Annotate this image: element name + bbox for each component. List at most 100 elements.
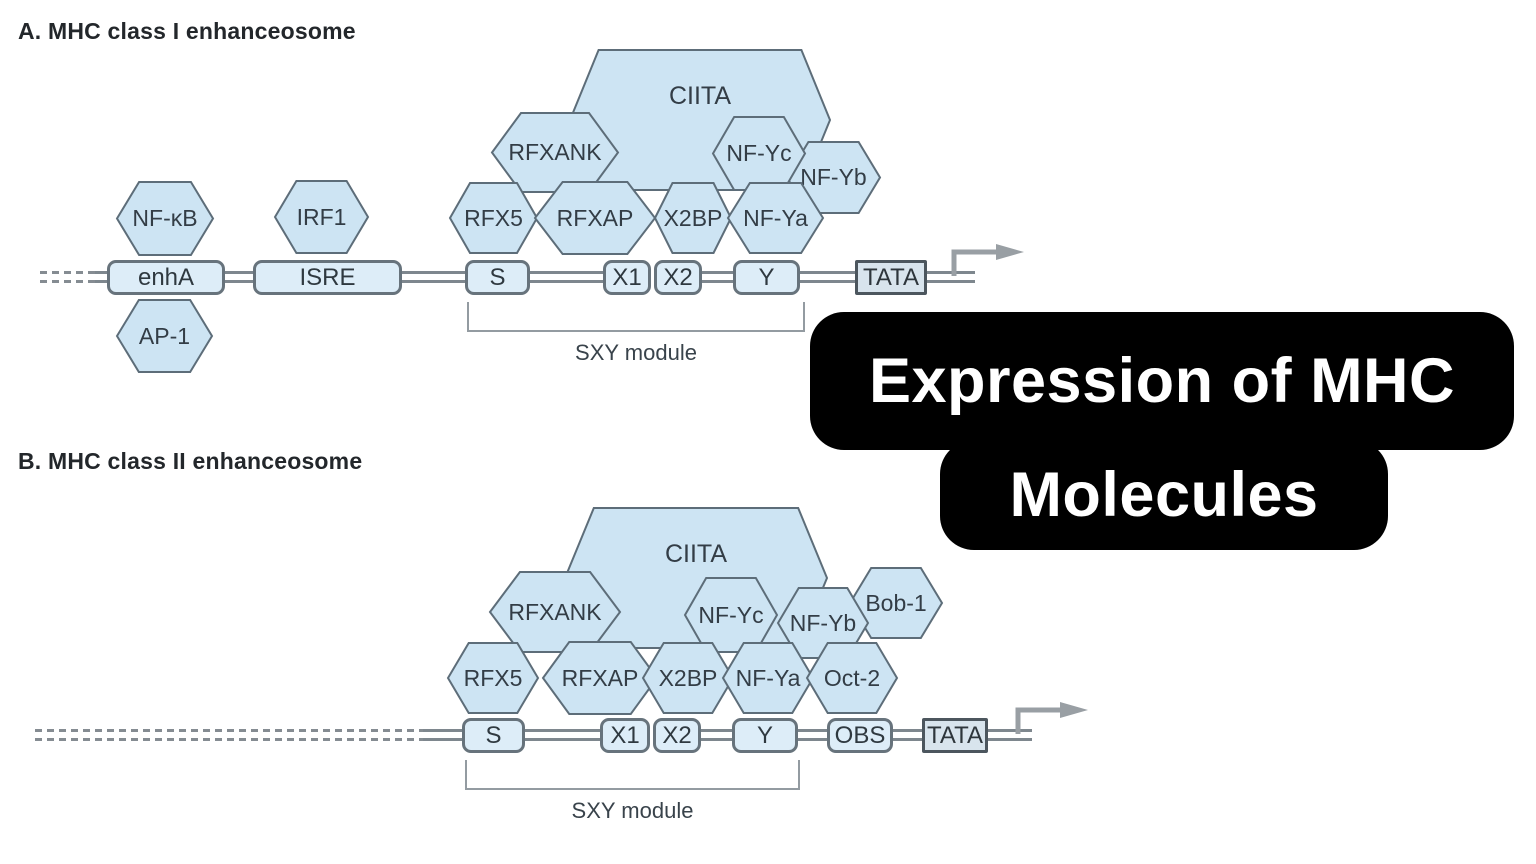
b-dna-box-y-label: Y xyxy=(756,721,773,749)
b-dna-line xyxy=(523,729,602,741)
b-hexagon-oct-2-label: Oct-2 xyxy=(823,664,881,691)
a-sxy-module-label: SXY module xyxy=(575,340,697,365)
b-hexagon-nf-ya: NF-Ya xyxy=(723,643,813,713)
a-dna-box-x2-label: X2 xyxy=(663,263,693,291)
a-hexagon-rfx5: RFX5 xyxy=(450,183,537,253)
a-dna-box-s: S xyxy=(465,260,530,295)
b-dna-line xyxy=(699,729,735,741)
b-hexagon-rfx5-label: RFX5 xyxy=(463,664,523,691)
a-dna-dashed-line xyxy=(40,271,97,283)
hexagon-shape xyxy=(275,181,368,253)
b-dna-box-s-label: S xyxy=(485,721,502,749)
b-hexagon-rfx5: RFX5 xyxy=(448,643,538,713)
b-hexagon-nf-ya-label: NF-Ya xyxy=(735,664,801,691)
b-hexagon-rfxap: RFXAP xyxy=(543,642,657,714)
hexagon-shape xyxy=(117,182,213,255)
a-hexagon-irf1: IRF1 xyxy=(275,181,368,253)
a-hexagon-nf-kb-label: NF-κB xyxy=(132,205,198,231)
hexagon-shape xyxy=(807,643,897,713)
a-hexagon-ciita-label: CIITA xyxy=(668,82,732,110)
a-dna-box-isre: ISRE xyxy=(253,260,402,295)
b-dna-box-obs-label: OBS xyxy=(834,721,886,749)
a-hexagon-rfxap: RFXAP xyxy=(535,182,655,254)
b-hexagon-rfxank-label: RFXANK xyxy=(508,598,602,625)
b-hexagon-rfxank: RFXANK xyxy=(490,572,620,652)
b-transcription-start-arrow-icon xyxy=(1015,702,1088,734)
b-dna-box-x2: X2 xyxy=(653,718,701,753)
a-dna-box-x1: X1 xyxy=(603,260,651,295)
b-sxy-module-bracket xyxy=(465,760,800,790)
a-dna-line xyxy=(223,271,256,283)
a-hexagon-irf1-label: IRF1 xyxy=(296,203,347,230)
a-transcription-start-arrow-icon xyxy=(951,244,1024,276)
a-dna-box-isre-label: ISRE xyxy=(299,263,356,291)
a-dna-box-tata: TATA xyxy=(855,260,927,295)
a-dna-box-enha-label: enhA xyxy=(137,263,195,291)
b-hexagon-x2bp-label: X2BP xyxy=(658,664,718,691)
hexagon-shape xyxy=(448,643,538,713)
a-hexagon-x2bp: X2BP xyxy=(655,183,731,253)
a-dna-box-x1-label: X1 xyxy=(612,263,642,291)
b-dna-box-x1: X1 xyxy=(600,718,650,753)
panel-b-title: B. MHC class II enhanceosome xyxy=(18,448,363,474)
a-hexagon-ap-1-label: AP-1 xyxy=(138,322,191,349)
b-dna-box-y: Y xyxy=(732,718,798,753)
overlay-title-line1-box: Expression of MHC xyxy=(810,312,1514,450)
a-dna-line xyxy=(528,271,606,283)
b-hexagon-bob-1: Bob-1 xyxy=(850,568,942,638)
a-dna-line xyxy=(798,271,858,283)
b-hexagon-nf-yb-label: NF-Yb xyxy=(789,609,857,636)
hexagon-shape xyxy=(850,568,942,638)
a-hexagon-ap-1: AP-1 xyxy=(117,300,212,372)
a-hexagon-rfxank-label: RFXANK xyxy=(508,139,602,165)
a-dna-line xyxy=(400,271,468,283)
a-hexagon-rfx5-label: RFX5 xyxy=(464,204,523,231)
b-dna-box-tata-label: TATA xyxy=(927,721,983,749)
b-hexagon-nf-yc-label: NF-Yc xyxy=(698,601,764,628)
a-dna-line xyxy=(700,271,736,283)
b-dna-line xyxy=(796,729,829,741)
b-dna-box-s: S xyxy=(462,718,525,753)
a-dna-box-s-label: S xyxy=(489,263,506,291)
b-dna-line xyxy=(423,729,464,741)
a-hexagon-rfxank: RFXANK xyxy=(492,113,618,192)
overlay-title-line2-box: Molecules xyxy=(940,440,1388,550)
hexagon-shape xyxy=(117,300,212,372)
b-dna-line xyxy=(891,729,924,741)
overlay-title-line2: Molecules xyxy=(1009,460,1319,530)
panel-a-title: A. MHC class I enhanceosome xyxy=(18,18,356,44)
b-dna-box-obs: OBS xyxy=(827,718,893,753)
b-hexagon-bob-1-label: Bob-1 xyxy=(865,589,927,616)
a-hexagon-nf-yb-label: NF-Yb xyxy=(800,164,867,190)
b-hexagon-ciita-label: CIITA xyxy=(664,540,728,568)
a-dna-box-x2: X2 xyxy=(654,260,702,295)
a-hexagon-nf-yb: NF-Yb xyxy=(787,142,880,213)
a-hexagon-nf-kb: NF-κB xyxy=(117,182,213,255)
b-hexagon-nf-yc: NF-Yc xyxy=(685,578,777,652)
hexagon-shape xyxy=(728,183,823,253)
hexagon-shape xyxy=(713,117,805,190)
a-hexagon-nf-ya: NF-Ya xyxy=(728,183,823,253)
a-hexagon-nf-yc-label: NF-Yc xyxy=(726,140,792,166)
b-hexagon-x2bp: X2BP xyxy=(643,643,733,713)
b-sxy-module-label: SXY module xyxy=(571,798,694,823)
a-dna-line xyxy=(95,271,112,283)
a-dna-line xyxy=(925,271,975,283)
a-dna-box-y-label: Y xyxy=(758,263,775,291)
b-dna-box-x2-label: X2 xyxy=(662,721,692,749)
a-hexagon-x2bp-label: X2BP xyxy=(663,204,723,231)
a-hexagon-nf-yc: NF-Yc xyxy=(713,117,805,190)
b-hexagon-rfxap-label: RFXAP xyxy=(561,664,639,691)
a-dna-box-y: Y xyxy=(733,260,800,295)
overlay-title-line1: Expression of MHC xyxy=(868,346,1456,416)
b-dna-box-tata: TATA xyxy=(922,718,988,753)
a-sxy-module-bracket xyxy=(467,302,805,332)
b-dna-box-x1-label: X1 xyxy=(610,721,640,749)
a-dna-box-tata-label: TATA xyxy=(863,263,919,291)
a-dna-box-enha: enhA xyxy=(107,260,225,295)
b-dna-line xyxy=(986,729,1032,741)
a-hexagon-rfxap-label: RFXAP xyxy=(556,204,634,231)
b-hexagon-oct-2: Oct-2 xyxy=(807,643,897,713)
a-hexagon-nf-ya-label: NF-Ya xyxy=(743,204,808,231)
